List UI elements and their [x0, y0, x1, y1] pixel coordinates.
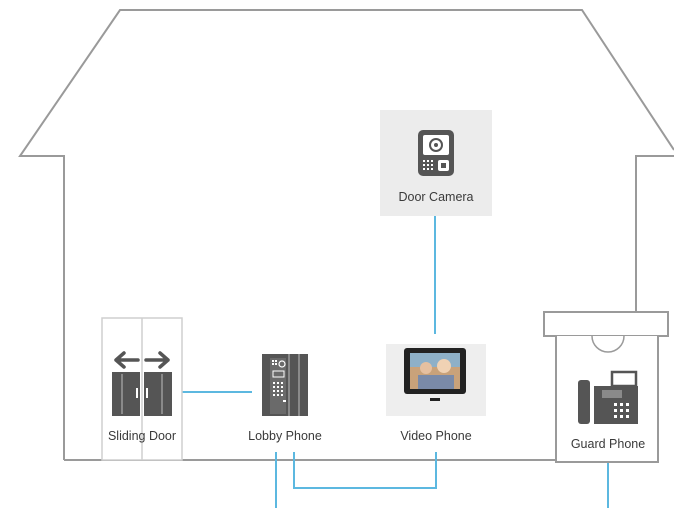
guard-station-roof [543, 311, 669, 337]
door-camera-icon [418, 130, 454, 176]
video-phone[interactable]: Video Phone [386, 344, 486, 443]
door-camera-label: Door Camera [398, 190, 473, 204]
guard-phone-icon [578, 370, 638, 424]
guard-station-arch [591, 335, 625, 353]
lobby-phone-icon [262, 354, 308, 416]
sliding-door-icon [112, 351, 172, 416]
connections [178, 216, 609, 508]
video-phone-label: Video Phone [400, 429, 471, 443]
lobby-phone[interactable]: Lobby Phone [248, 354, 322, 443]
video-phone-icon [404, 348, 466, 401]
guard-phone-label: Guard Phone [571, 437, 645, 451]
door-camera[interactable]: Door Camera [380, 110, 492, 216]
sliding-door-label: Sliding Door [108, 429, 176, 443]
lobby-to-video-phone-line [293, 452, 437, 489]
lobby-phone-label: Lobby Phone [248, 429, 322, 443]
guard-phone[interactable]: Guard Phone [543, 311, 669, 463]
sliding-door[interactable]: Sliding Door [101, 317, 183, 461]
